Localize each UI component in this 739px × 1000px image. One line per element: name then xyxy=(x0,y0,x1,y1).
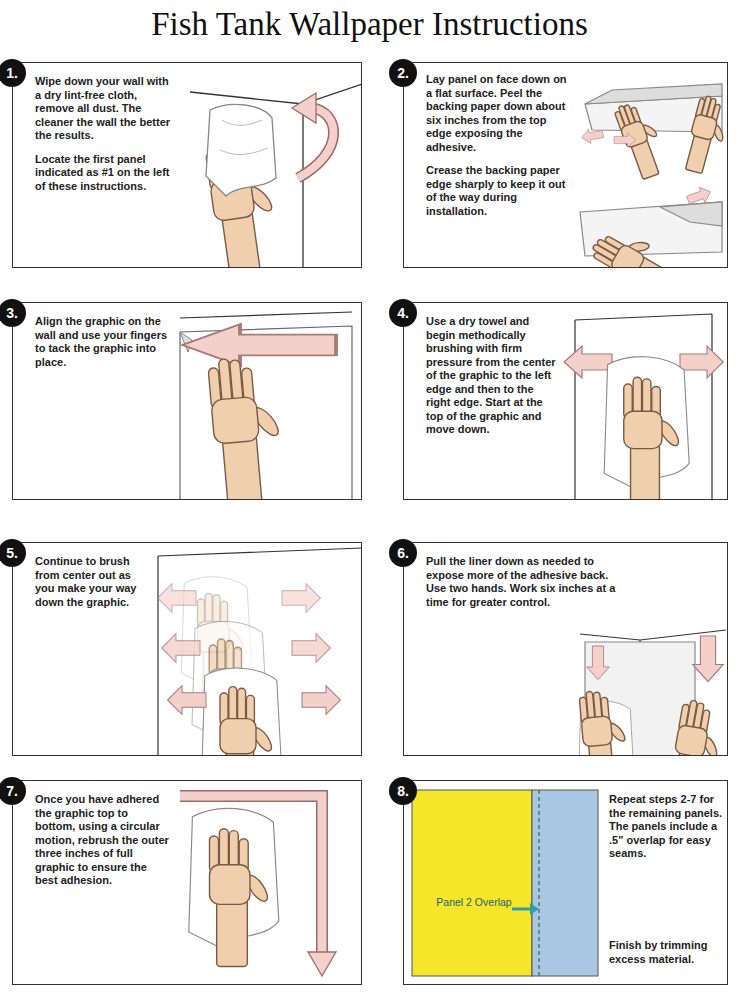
step-panel: 1.Wipe down your wall with a dry lint-fr… xyxy=(12,62,362,268)
instruction-text: Pull the liner down as needed to expose … xyxy=(426,555,631,609)
illustration-part xyxy=(660,202,722,226)
step-number: 8. xyxy=(389,777,417,805)
step8-art xyxy=(412,790,598,976)
instruction-text: Use a dry towel and begin methodically b… xyxy=(426,315,558,437)
illustration-part xyxy=(564,346,612,378)
step-badge: 7. xyxy=(0,777,26,805)
step-badge: 8. xyxy=(389,777,417,805)
step7-art xyxy=(180,796,336,976)
illustration-part xyxy=(168,686,206,715)
step-badge: 3. xyxy=(0,299,26,327)
illustration-part xyxy=(682,94,728,177)
step-number: 7. xyxy=(0,777,26,805)
step2-art xyxy=(580,84,728,268)
illustration-part xyxy=(182,324,336,366)
instruction-text: Align the graphic on the wall and use yo… xyxy=(35,315,173,369)
illustration-part xyxy=(210,829,272,967)
step5-art xyxy=(158,548,362,756)
illustration-part xyxy=(158,584,196,613)
illustration-part xyxy=(190,84,362,268)
illustration-part xyxy=(587,646,609,680)
step4-art xyxy=(564,314,723,500)
illustration-part xyxy=(614,133,636,147)
step-panel: 2.Lay panel on face down on a flat surfa… xyxy=(403,62,728,268)
instruction-text: Wipe down your wall with a dry lint-free… xyxy=(35,75,177,143)
step-badge: 5. xyxy=(0,539,26,567)
step-number: 3. xyxy=(0,299,26,327)
step-panel: 3.Align the graphic on the wall and use … xyxy=(12,302,362,500)
instruction-text: Lay panel on face down on a flat surface… xyxy=(426,73,571,154)
step-number: 4. xyxy=(389,299,417,327)
illustration-part xyxy=(292,93,316,123)
step-badge: 4. xyxy=(389,299,417,327)
instruction-text: Continue to brush from center out as you… xyxy=(35,555,147,609)
callout-label: Panel 2 Overlap xyxy=(436,896,512,909)
step-panel: 8.Repeat steps 2-7 for the remaining pan… xyxy=(403,780,728,985)
illustration-part xyxy=(292,634,330,663)
illustration-part xyxy=(512,908,532,911)
illustration-part xyxy=(206,104,276,196)
step-badge: 2. xyxy=(389,59,417,87)
illustration-part xyxy=(308,952,336,976)
illustration-part xyxy=(667,699,728,756)
illustration-part xyxy=(538,790,539,976)
instruction-text: Finish by trimming excess material. xyxy=(609,939,723,966)
illustration-part xyxy=(589,219,689,268)
step-badge: 1. xyxy=(0,59,26,87)
step-number: 5. xyxy=(0,539,26,567)
illustration-part xyxy=(685,184,713,207)
step-panel: 5.Continue to brush from center out as y… xyxy=(12,542,362,756)
illustration-part xyxy=(579,689,632,756)
step-number: 6. xyxy=(389,539,417,567)
step3-art xyxy=(180,312,352,500)
illustration-part xyxy=(282,584,320,613)
step-panel: 6.Pull the liner down as needed to expos… xyxy=(403,542,728,756)
step1-art xyxy=(190,84,362,268)
illustration-part xyxy=(302,686,340,715)
instruction-text: Repeat steps 2-7 for the remaining panel… xyxy=(609,793,723,861)
step-number: 1. xyxy=(0,59,26,87)
instruction-text: Locate the first panel indicated as #1 o… xyxy=(35,153,177,194)
illustration-part xyxy=(530,903,539,915)
step-badge: 6. xyxy=(389,539,417,567)
illustration-part xyxy=(613,97,671,181)
illustration-part xyxy=(624,377,682,500)
page-title: Fish Tank Wallpaper Instructions xyxy=(0,6,739,43)
step6-art xyxy=(579,630,728,756)
instruction-text: Once you have adhered the graphic top to… xyxy=(35,793,170,888)
illustration-part xyxy=(207,355,289,500)
illustration-part xyxy=(412,790,532,976)
instruction-text: Crease the backing paper edge sharply to… xyxy=(426,164,571,218)
illustration-part xyxy=(220,687,275,756)
step-panel: 7.Once you have adhered the graphic top … xyxy=(12,780,362,985)
illustration-part xyxy=(162,634,200,663)
illustration-part xyxy=(532,790,598,976)
illustration-part xyxy=(680,346,723,378)
step-panel: 4.Use a dry towel and begin methodically… xyxy=(403,302,728,500)
illustration-part xyxy=(580,127,604,145)
step-number: 2. xyxy=(389,59,417,87)
illustration-part xyxy=(693,636,723,682)
illustration-part xyxy=(180,312,352,318)
illustration-part xyxy=(220,120,268,154)
